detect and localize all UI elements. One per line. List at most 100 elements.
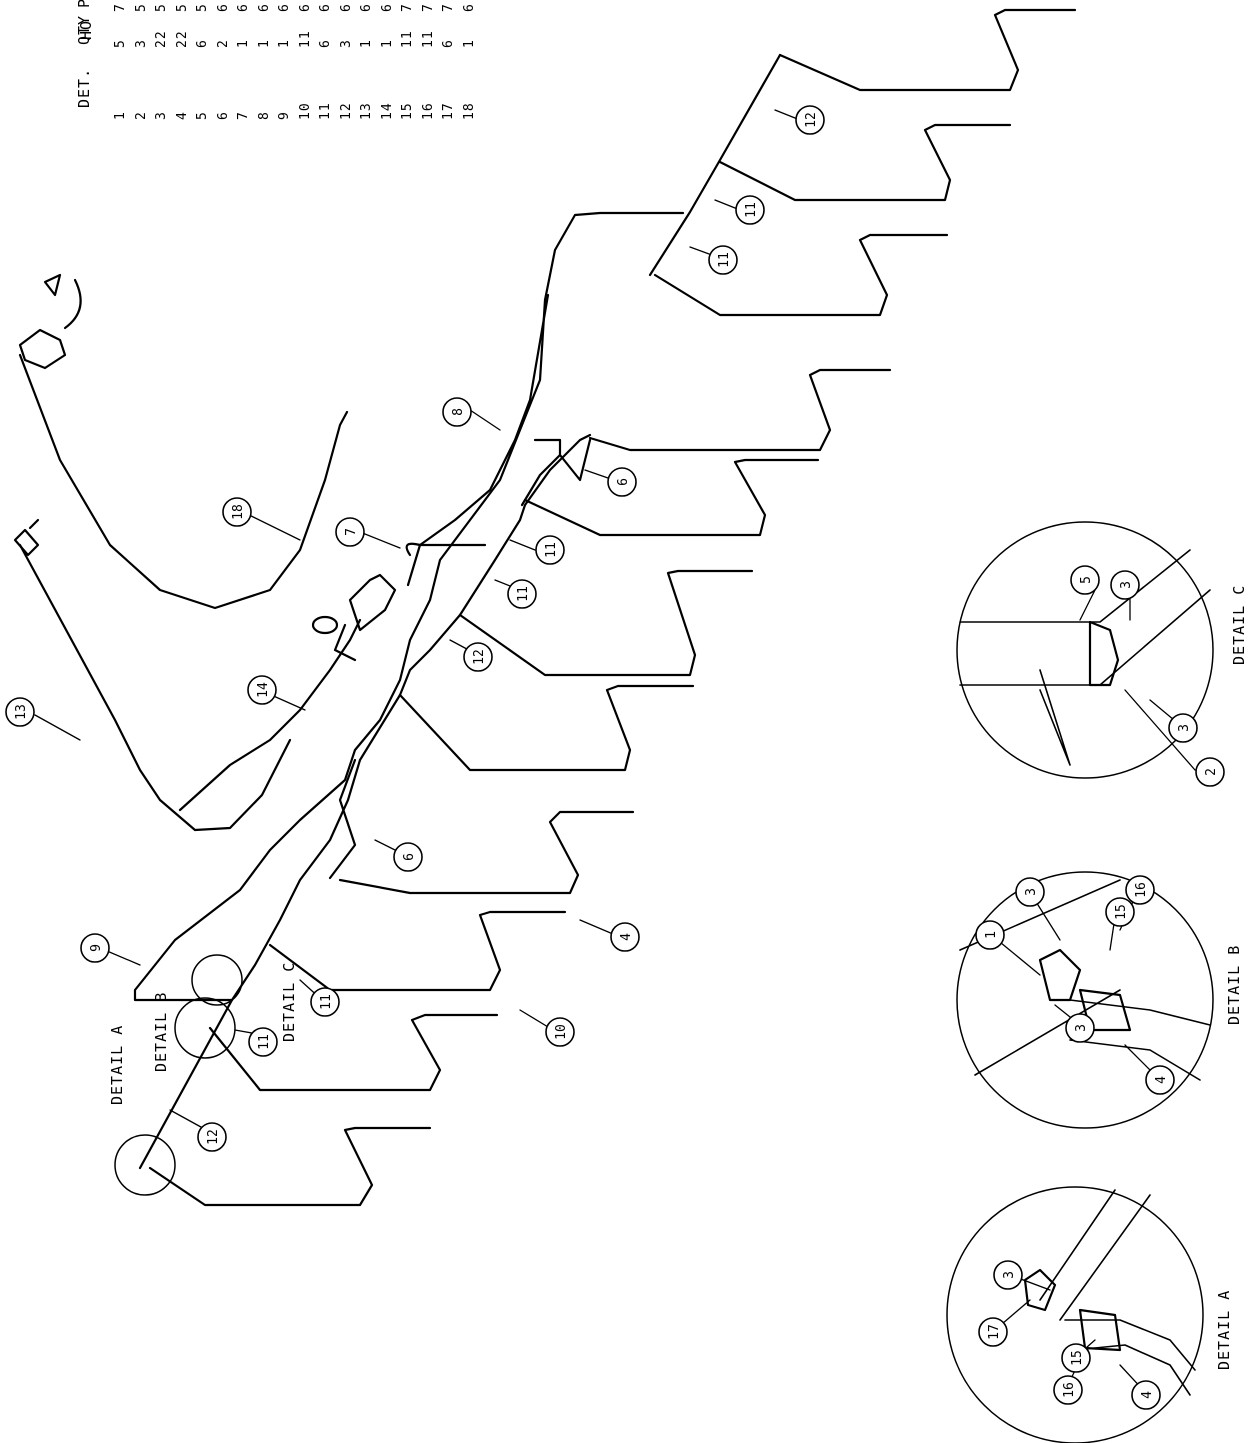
bom-cell-det: 1 (113, 111, 128, 120)
callout-number: 9 (89, 944, 104, 952)
bom-cell-qty: 3 (133, 39, 149, 48)
callout-balloon (80, 933, 110, 963)
upper-right-manifold-12 (648, 53, 782, 277)
callout-balloon (507, 579, 537, 609)
callout-balloon (978, 1317, 1008, 1347)
bom-cell-p: 7 (400, 3, 415, 12)
callout-number: 11 (257, 1034, 272, 1050)
callout-number: 7 (344, 528, 359, 536)
bom-cell-qty: 1 (359, 39, 374, 48)
main-hose-9 (133, 211, 685, 1002)
bom-cell-qty: 11 (297, 30, 313, 48)
bom-cell-p: 5 (174, 3, 190, 12)
bom-cell-qty: 22 (154, 30, 169, 48)
detail-c-tee (1088, 620, 1120, 687)
callout-number: 4 (1154, 1076, 1169, 1084)
detail-c-pipe (959, 549, 1211, 766)
bom-cell-qty: 1 (277, 39, 292, 48)
callout-number: 3 (1002, 1271, 1017, 1279)
callout-balloon (1065, 1013, 1095, 1043)
bom-cell-qty: 1 (379, 39, 395, 48)
bom-cell-p: 6 (359, 3, 374, 12)
callout-number: 11 (319, 994, 334, 1010)
callout-balloon (393, 842, 423, 872)
callout-number: 11 (544, 542, 559, 558)
manifold-line-12 (138, 433, 592, 1170)
detail-c-circle (956, 521, 1214, 779)
detail-c-marker (191, 954, 243, 1006)
bom-cell-p: 5 (154, 3, 169, 12)
drop-hose-3 (268, 910, 567, 992)
callout-number: 11 (717, 252, 732, 268)
detail-b-label: DETAIL B (1225, 944, 1243, 1025)
detail-a-hose (1064, 1319, 1196, 1396)
callout-balloon (607, 467, 637, 497)
bom-cell-p: 6 (338, 3, 354, 12)
callout-number: 8 (451, 408, 466, 416)
bom-cell-det: 3 (154, 111, 169, 120)
bom-cell-p: 6 (215, 3, 231, 12)
bom-cell-det: 17 (441, 102, 456, 120)
bom-cell-p: 6 (256, 3, 272, 12)
bom-cell-p: 7 (113, 3, 128, 12)
detail-a-label: DETAIL A (1215, 1289, 1233, 1370)
bom-cell-det: 11 (318, 102, 333, 120)
callout-balloon (610, 922, 640, 952)
callout-balloon (463, 642, 493, 672)
callout-number: 18 (231, 504, 246, 520)
bom-cell-det: 7 (236, 111, 251, 120)
coupler-13 (13, 518, 40, 557)
drop-hose-4 (338, 810, 635, 895)
drop-hose-5 (398, 684, 695, 772)
bom-cell-qty: 6 (441, 39, 456, 48)
bom-cell-det: 8 (256, 111, 272, 120)
detail-a-circle (946, 1186, 1204, 1443)
detail-a-label-main: DETAIL A (108, 1024, 126, 1105)
drop-hose-11 (778, 8, 1077, 92)
detail-c-label: DETAIL C (1230, 584, 1248, 665)
drop-hose-9 (653, 233, 949, 317)
leader-lines (34, 109, 1196, 1393)
callout-balloon (1061, 1343, 1091, 1373)
detail-a-pipe (1039, 1189, 1151, 1321)
callout-balloon (1168, 713, 1198, 743)
detail-c-label-main: DETAIL C (280, 961, 298, 1042)
callout-number: 16 (1062, 1382, 1077, 1398)
callout-balloon (222, 497, 252, 527)
bom-cell-det: 15 (400, 102, 415, 120)
callout-balloon (1125, 875, 1155, 905)
callout-balloon (735, 195, 765, 225)
callout-number: 3 (1119, 581, 1134, 589)
bom-cell-det: 13 (359, 102, 374, 120)
bom-cell-p: 5 (195, 3, 210, 12)
callout-balloon (1015, 877, 1045, 907)
drop-hose-1 (148, 1126, 432, 1207)
hose-14 (178, 618, 362, 812)
callout-balloon (247, 675, 277, 705)
hose-18 (18, 353, 349, 610)
detail-b-marker (174, 997, 236, 1059)
drop-hose-7 (523, 458, 820, 537)
callout-balloon (1131, 1380, 1161, 1410)
callout-balloon (535, 535, 565, 565)
callout-balloon (197, 1122, 227, 1152)
bom-col-p: P (75, 0, 93, 8)
hose-6-loop (520, 438, 592, 507)
bom-cell-det: 4 (174, 111, 190, 120)
detail-b-circle (956, 871, 1214, 1129)
bom-cell-qty: 6 (318, 39, 333, 48)
drop-hose-8 (588, 368, 892, 452)
callout-number: 4 (619, 933, 634, 941)
callout-balloon (708, 245, 738, 275)
detail-a-fitting (1023, 1268, 1122, 1352)
detail-a-marker (114, 1134, 176, 1196)
drop-hose-6 (458, 569, 754, 677)
callout-balloon (1195, 757, 1225, 787)
callout-balloon (5, 697, 35, 727)
bom-col-qty: QTY (75, 14, 93, 45)
callout-balloon (545, 1017, 575, 1047)
callout-number: 17 (987, 1324, 1002, 1340)
callout-number: 12 (206, 1129, 221, 1145)
